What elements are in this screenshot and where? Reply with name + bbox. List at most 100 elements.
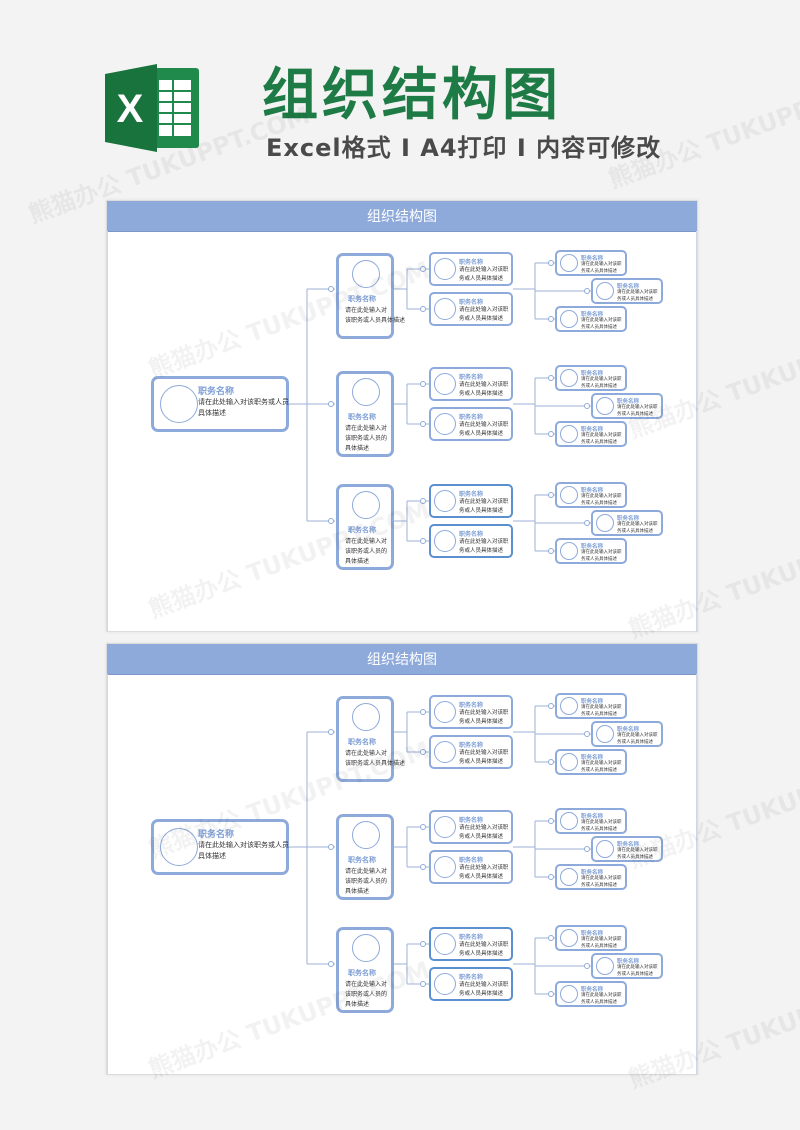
connector-dot [548, 874, 554, 880]
avatar-placeholder [434, 530, 456, 552]
level1-node[interactable]: 职务名称请在此处输入对该职务或人员的具体描述 [336, 814, 394, 900]
connector-dot [420, 941, 426, 947]
node-description: 务或人员具体描述 [459, 719, 504, 725]
node-description: 请在此处输入对 [345, 307, 388, 314]
avatar-placeholder [434, 816, 456, 838]
node-description: 请在此处输入对该职 [617, 733, 658, 738]
node-title: 职务名称 [459, 299, 484, 306]
level3-node[interactable]: 职务名称请在此处输入对该职务或人员具体描述 [591, 836, 663, 862]
connector-dot [328, 844, 334, 850]
level2-node[interactable]: 职务名称请在此处输入对该职务或人员具体描述 [429, 367, 513, 401]
level1-node[interactable]: 职务名称请在此处输入对该职务或人员的具体描述 [336, 484, 394, 570]
page-subtitle: Excel格式 I A4打印 I 内容可修改 [266, 134, 662, 162]
level1-node[interactable]: 职务名称请在此处输入对该职务或人员具体描述 [336, 696, 405, 782]
node-description: 请在此处输入对该职 [581, 262, 622, 267]
node-description: 务或人员具体描述 [459, 834, 504, 840]
node-description: 请在此处输入对该职 [459, 267, 509, 273]
node-description: 具体描述 [198, 409, 226, 417]
node-description: 务或人员具体描述 [617, 297, 653, 302]
node-title: 职务名称 [348, 738, 376, 746]
connector-dot [420, 381, 426, 387]
avatar-placeholder [434, 933, 456, 955]
node-description: 务或人员具体描述 [581, 827, 617, 832]
avatar-placeholder [434, 373, 456, 395]
level3-node[interactable]: 职务名称请在此处输入对该职务或人员具体描述 [591, 393, 663, 419]
node-title: 职务名称 [581, 870, 604, 876]
level1-node[interactable]: 职务名称请在此处输入对该职务或人员的具体描述 [336, 371, 394, 457]
level3-node[interactable]: 职务名称请在此处输入对该职务或人员具体描述 [591, 953, 663, 979]
level3-node[interactable]: 职务名称请在此处输入对该职务或人员具体描述 [555, 538, 627, 564]
avatar-placeholder [560, 812, 578, 830]
org-chart-sheet: 组织结构图职务名称请在此处输入对该职务或人员具体描述职务名称请在此处输入对该职务… [106, 200, 698, 632]
avatar-placeholder [160, 828, 198, 866]
level3-node[interactable]: 职务名称请在此处输入对该职务或人员具体描述 [555, 365, 627, 391]
connector-dot [548, 431, 554, 437]
node-title: 职务名称 [581, 987, 604, 993]
node-description: 务或人员具体描述 [459, 508, 504, 514]
level2-node[interactable]: 职务名称请在此处输入对该职务或人员具体描述 [429, 524, 513, 558]
node-description: 请在此处输入对该职 [617, 848, 658, 853]
avatar-placeholder [560, 254, 578, 272]
root-node[interactable]: 职务名称请在此处输入对该职务或人员具体描述 [151, 819, 289, 875]
avatar-placeholder [434, 298, 456, 320]
connector-lines [289, 260, 591, 554]
node-title: 职务名称 [198, 830, 235, 840]
node-title: 职务名称 [617, 516, 640, 522]
level2-node[interactable]: 职务名称请在此处输入对该职务或人员具体描述 [429, 927, 513, 961]
level3-node[interactable]: 职务名称请在此处输入对该职务或人员具体描述 [555, 864, 627, 890]
level3-node[interactable]: 职务名称请在此处输入对该职务或人员具体描述 [555, 808, 627, 834]
level3-node[interactable]: 职务名称请在此处输入对该职务或人员具体描述 [555, 981, 627, 1007]
level2-node[interactable]: 职务名称请在此处输入对该职务或人员具体描述 [429, 407, 513, 441]
level2-node[interactable]: 职务名称请在此处输入对该职务或人员具体描述 [429, 735, 513, 769]
level2-node[interactable]: 职务名称请在此处输入对该职务或人员具体描述 [429, 810, 513, 844]
level2-node[interactable]: 职务名称请在此处输入对该职务或人员具体描述 [429, 252, 513, 286]
node-description: 请在此处输入对 [345, 538, 388, 545]
level2-node[interactable]: 职务名称请在此处输入对该职务或人员具体描述 [429, 695, 513, 729]
node-description: 请在此处输入对该职 [459, 865, 509, 871]
avatar-placeholder [434, 258, 456, 280]
avatar-placeholder [434, 413, 456, 435]
node-description: 请在此处输入对 [345, 750, 388, 757]
connector-dot [548, 316, 554, 322]
avatar-placeholder [596, 282, 614, 300]
node-description: 请在此处输入对该职务或人员 [198, 398, 289, 406]
connector-dot [420, 824, 426, 830]
node-title: 职务名称 [459, 491, 484, 498]
level3-node[interactable]: 职务名称请在此处输入对该职务或人员具体描述 [591, 721, 663, 747]
level1-node[interactable]: 职务名称请在此处输入对该职务或人员具体描述 [336, 253, 405, 339]
connector-dot [420, 749, 426, 755]
node-description: 务或人员具体描述 [581, 768, 617, 773]
level2-node[interactable]: 职务名称请在此处输入对该职务或人员具体描述 [429, 967, 513, 1001]
node-description: 务或人员具体描述 [459, 874, 504, 880]
connector-dot [328, 518, 334, 524]
node-description: 务或人员具体描述 [581, 384, 617, 389]
node-description: 请在此处输入对该职 [581, 550, 622, 555]
connector-dot [420, 306, 426, 312]
level1-node[interactable]: 职务名称请在此处输入对该职务或人员的具体描述 [336, 927, 394, 1013]
connector-dot [420, 498, 426, 504]
root-node[interactable]: 职务名称请在此处输入对该职务或人员具体描述 [151, 376, 289, 432]
level3-node[interactable]: 职务名称请在此处输入对该职务或人员具体描述 [555, 421, 627, 447]
node-title: 职务名称 [581, 755, 604, 761]
page-header: X 组织结构图 Excel格式 I A4打印 I 内容可修改 [0, 0, 800, 190]
node-description: 请在此处输入对 [345, 425, 388, 432]
sheet-frame [107, 231, 697, 631]
level3-node[interactable]: 职务名称请在此处输入对该职务或人员具体描述 [555, 482, 627, 508]
level3-node[interactable]: 职务名称请在此处输入对该职务或人员具体描述 [591, 278, 663, 304]
node-description: 务或人员具体描述 [581, 1000, 617, 1005]
level3-node[interactable]: 职务名称请在此处输入对该职务或人员具体描述 [555, 693, 627, 719]
level2-node[interactable]: 职务名称请在此处输入对该职务或人员具体描述 [429, 850, 513, 884]
node-description: 该职务或人员的 [345, 548, 388, 555]
node-description: 请在此处输入对该职 [459, 982, 509, 988]
node-description: 请在此处输入对该职 [581, 705, 622, 710]
node-description: 请在此处输入对该职 [459, 942, 509, 948]
level3-node[interactable]: 职务名称请在此处输入对该职务或人员具体描述 [555, 925, 627, 951]
level3-node[interactable]: 职务名称请在此处输入对该职务或人员具体描述 [555, 250, 627, 276]
level3-node[interactable]: 职务名称请在此处输入对该职务或人员具体描述 [591, 510, 663, 536]
level3-node[interactable]: 职务名称请在此处输入对该职务或人员具体描述 [555, 749, 627, 775]
node-description: 务或人员具体描述 [581, 440, 617, 445]
avatar-placeholder [352, 821, 380, 849]
level2-node[interactable]: 职务名称请在此处输入对该职务或人员具体描述 [429, 484, 513, 518]
level2-node[interactable]: 职务名称请在此处输入对该职务或人员具体描述 [429, 292, 513, 326]
level3-node[interactable]: 职务名称请在此处输入对该职务或人员具体描述 [555, 306, 627, 332]
